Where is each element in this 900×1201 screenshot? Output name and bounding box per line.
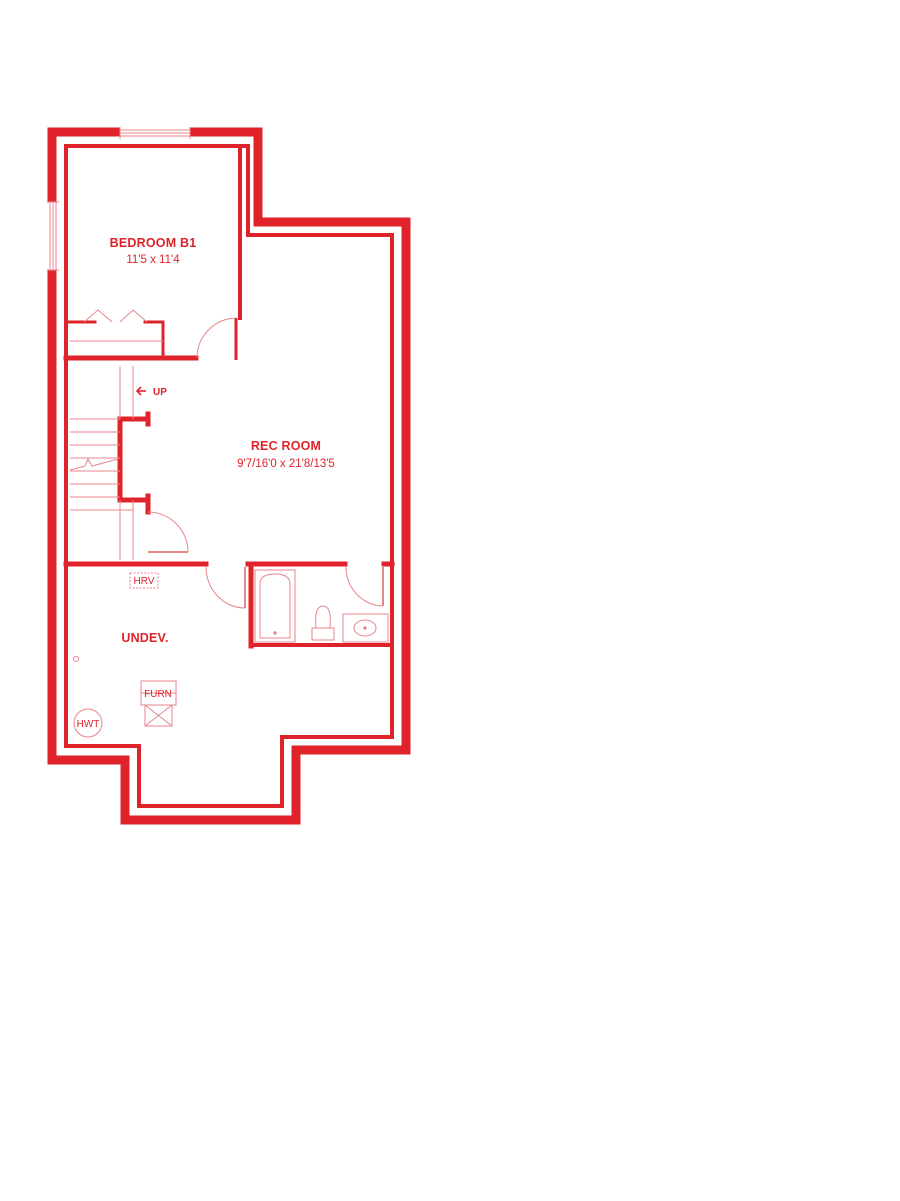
hrv-unit: HRV — [129, 572, 159, 589]
doors — [147, 317, 384, 609]
window-left — [47, 201, 59, 271]
furnace-label: FURN — [144, 689, 172, 700]
rec-room-name: REC ROOM — [251, 439, 321, 453]
toilet — [311, 605, 335, 641]
exterior-wall-inner — [64, 144, 394, 808]
furnace — [140, 680, 177, 727]
bifold-door-right — [119, 309, 148, 323]
rec-room-dims: 9'7/16'0 x 21'8/13'5 — [237, 458, 335, 470]
stair-wall — [117, 416, 151, 503]
window-top — [119, 127, 191, 139]
bifold-door-left — [83, 309, 113, 323]
exterior-wall-outer — [47, 127, 411, 825]
arrow-left-icon — [135, 386, 146, 396]
bathtub — [254, 569, 296, 643]
undeveloped-door — [205, 566, 246, 609]
stair-break-line — [69, 457, 119, 471]
stair-up-indicator: UP — [135, 386, 167, 398]
water-heater-label: HWT — [77, 719, 100, 730]
vanity-sink — [342, 613, 389, 643]
storage-door — [147, 511, 189, 553]
bathroom-door — [345, 566, 384, 607]
water-heater: HWT — [73, 708, 103, 738]
bedroom-name: BEDROOM B1 — [110, 236, 197, 250]
bedroom-door — [196, 317, 238, 360]
staircase — [69, 366, 134, 560]
bathroom-fixtures — [254, 569, 389, 643]
stair-up-label: UP — [153, 387, 167, 398]
interior-walls — [63, 144, 395, 649]
floor-drain-icon — [73, 656, 79, 662]
hrv-label: HRV — [134, 576, 155, 587]
undeveloped-name: UNDEV. — [121, 631, 168, 645]
bedroom-dims: 11'5 x 11'4 — [126, 254, 180, 266]
closet — [70, 309, 163, 342]
exterior-walls — [47, 127, 411, 825]
